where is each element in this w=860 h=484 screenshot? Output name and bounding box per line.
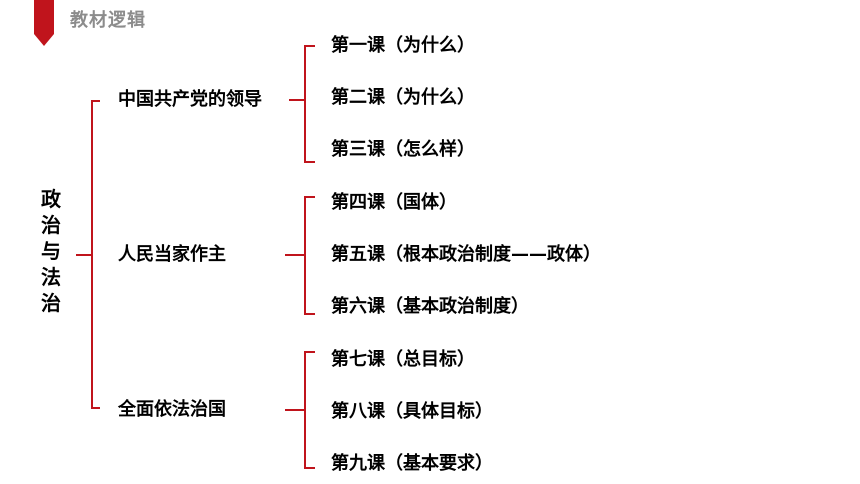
root-char: 治 bbox=[41, 213, 61, 237]
lesson-item: 第八课（具体目标） bbox=[331, 401, 493, 422]
group-label-rule-of-law: 全面依法治国 bbox=[118, 399, 226, 420]
group3-bracket bbox=[304, 351, 315, 469]
root-char: 法 bbox=[41, 265, 61, 289]
group1-bracket bbox=[304, 45, 315, 163]
lesson-item: 第六课（基本政治制度） bbox=[331, 296, 529, 317]
group-label-people-masters: 人民当家作主 bbox=[118, 244, 226, 265]
lesson-item: 第三课（怎么样） bbox=[331, 139, 475, 160]
root-char: 与 bbox=[41, 239, 61, 263]
root-char: 政 bbox=[41, 187, 61, 211]
header-ribbon-icon bbox=[34, 0, 54, 46]
group2-bracket bbox=[304, 196, 315, 315]
lesson-item: 第一课（为什么） bbox=[331, 35, 475, 56]
lesson-item: 第九课（基本要求） bbox=[331, 453, 493, 474]
root-bracket bbox=[91, 100, 100, 409]
lesson-item: 第五课（根本政治制度——政体） bbox=[331, 244, 601, 265]
lesson-item: 第四课（国体） bbox=[331, 192, 457, 213]
root-char: 治 bbox=[41, 291, 61, 315]
group-label-party-leadership: 中国共产党的领导 bbox=[118, 89, 262, 110]
lesson-item: 第二课（为什么） bbox=[331, 87, 475, 108]
lesson-item: 第七课（总目标） bbox=[331, 349, 475, 370]
root-label: 政 治 与 法 治 bbox=[38, 186, 64, 316]
page-title: 教材逻辑 bbox=[70, 10, 146, 31]
